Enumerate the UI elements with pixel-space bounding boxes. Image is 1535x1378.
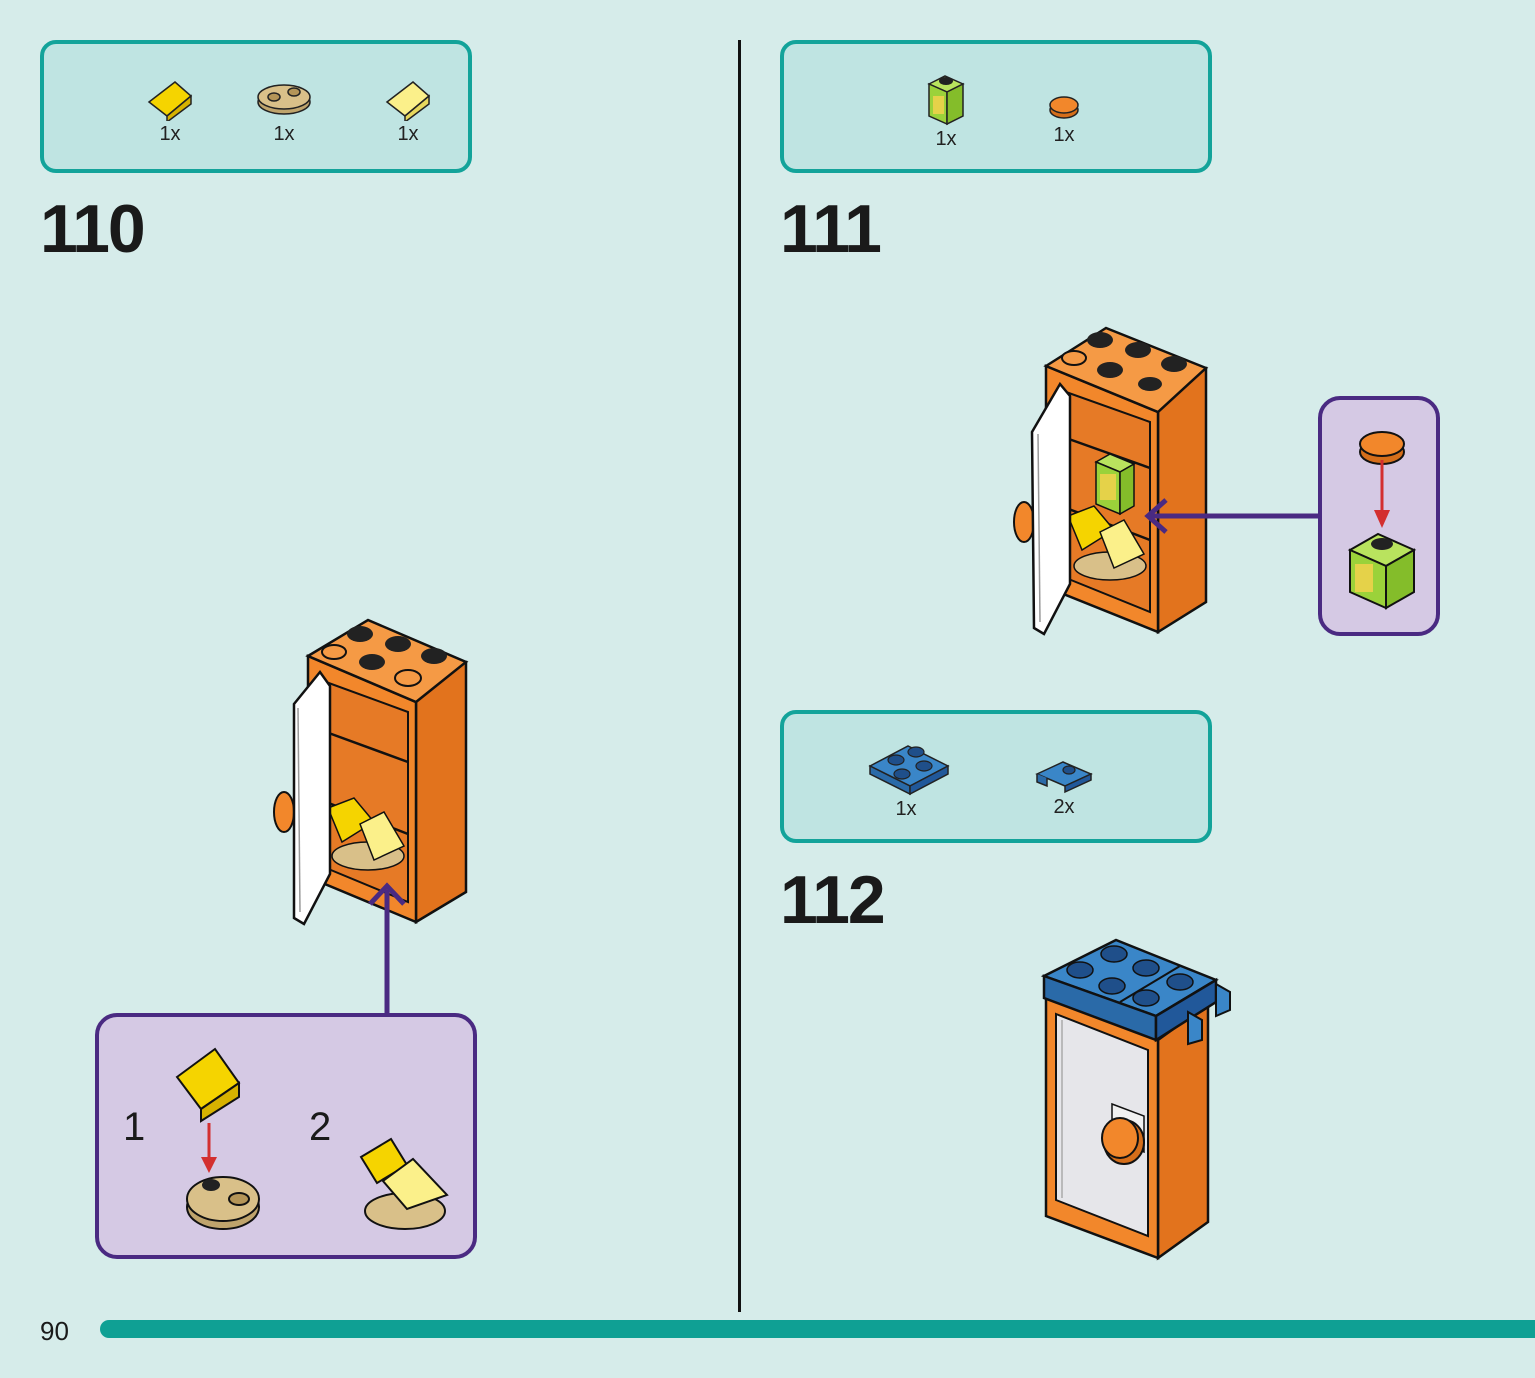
blue-clip-plate-icon	[1035, 761, 1093, 794]
part-blue-plate-2x2: 1x	[866, 736, 950, 821]
part-tan-plate: 1x	[244, 76, 324, 146]
step-number-111: 111	[780, 191, 882, 267]
substep-number-1: 1	[123, 1105, 146, 1149]
part-lime-printed-brick: 1x	[906, 70, 986, 151]
assembly-arrow-step-111	[1144, 498, 1322, 534]
fridge-model-step-110	[273, 618, 469, 926]
yellow-slope-brick-icon	[147, 81, 193, 121]
fridge-model-step-111	[1013, 326, 1209, 636]
step-number-112: 112	[780, 862, 886, 938]
page-number: 90	[40, 1316, 69, 1346]
step-number-110: 110	[40, 191, 146, 267]
part-qty: 2x	[1053, 796, 1075, 818]
parts-box-step-112: 1x 2x	[780, 710, 1212, 843]
substep-number-2: 2	[309, 1105, 332, 1149]
part-qty: 1x	[273, 123, 295, 145]
part-qty: 1x	[159, 123, 181, 145]
orange-round-tile-icon	[1049, 96, 1079, 119]
part-qty: 1x	[935, 128, 957, 150]
substep-2-illustration	[359, 1137, 449, 1230]
part-light-yellow-slope: 1x	[368, 76, 448, 146]
progress-bar	[100, 1320, 1535, 1338]
substep-1-illustration	[175, 1047, 260, 1230]
parts-box-step-111: 1x 1x	[780, 40, 1212, 173]
fridge-model-step-112	[1040, 938, 1231, 1261]
substep-illustration-step-111	[1347, 431, 1417, 610]
part-qty: 1x	[1053, 124, 1075, 146]
substep-callout-step-111	[1318, 396, 1440, 636]
assembly-arrow-step-110	[368, 882, 406, 1018]
substep-callout-step-110: 1 2	[95, 1013, 477, 1259]
part-qty: 1x	[895, 798, 917, 820]
lime-printed-brick-icon	[927, 75, 965, 126]
light-yellow-slope-brick-icon	[385, 81, 431, 121]
part-yellow-slope: 1x	[130, 76, 210, 146]
part-orange-round-tile: 1x	[1024, 92, 1104, 147]
part-blue-clip-plate: 2x	[1024, 752, 1104, 819]
part-qty: 1x	[397, 123, 419, 145]
blue-plate-2x2-icon	[868, 745, 950, 796]
page-divider	[738, 40, 741, 1312]
tan-plate-1x2-icon	[257, 84, 311, 115]
parts-box-step-110: 1x 1x 1x	[40, 40, 472, 173]
